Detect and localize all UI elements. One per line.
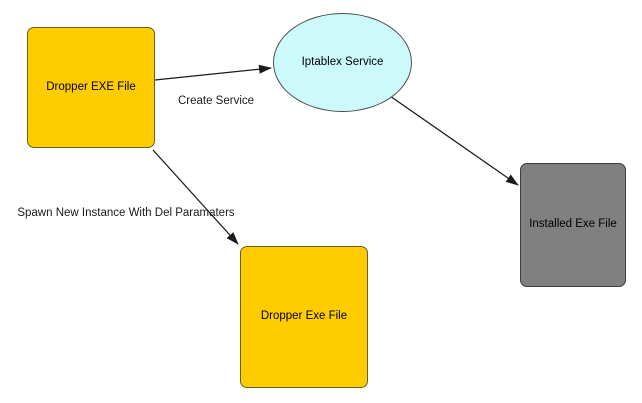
edge-label-spawn-new-instance: Spawn New Instance With Del Paramaters — [17, 207, 235, 219]
node-dropper-exe-file-top: Dropper EXE File — [27, 27, 155, 148]
node-label-installed-exe-file: Installed Exe File — [529, 218, 617, 231]
node-dropper-exe-file-bottom: Dropper Exe File — [240, 246, 368, 388]
node-label-iptablex-service: Iptablex Service — [301, 55, 384, 68]
node-label-dropper-exe-file-bottom: Dropper Exe File — [260, 310, 348, 323]
edge-spawn-instance-line — [152, 149, 239, 245]
node-iptablex-service: Iptablex Service — [273, 13, 412, 112]
edge-label-create-service: Create Service — [177, 95, 255, 107]
node-installed-exe-file: Installed Exe File — [520, 163, 626, 287]
edge-service-to-installed-line — [389, 95, 519, 186]
edge-create-service-line — [154, 64, 272, 81]
node-label-dropper-exe-file-top: Dropper EXE File — [46, 80, 136, 93]
